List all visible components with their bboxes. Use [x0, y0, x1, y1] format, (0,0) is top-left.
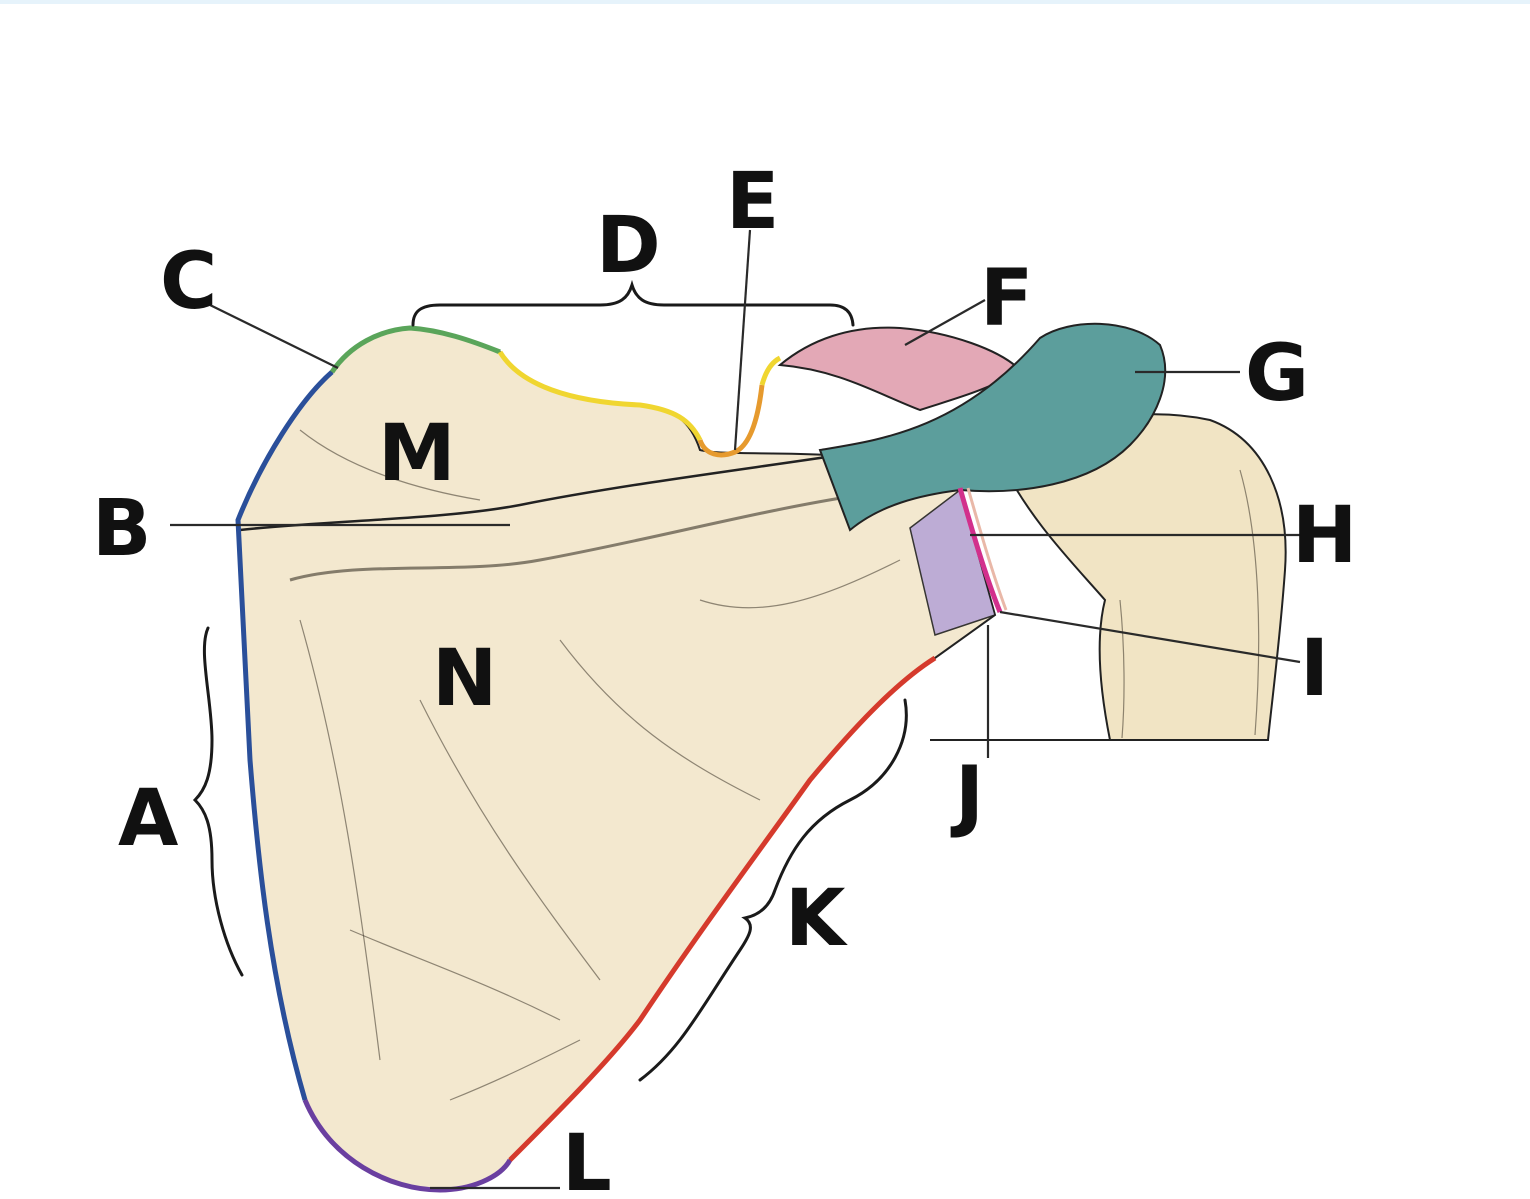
- label-k: K: [785, 874, 848, 964]
- label-h: H: [1292, 491, 1357, 581]
- label-a: A: [118, 774, 178, 864]
- label-e: E: [726, 157, 779, 247]
- leader-i: [999, 610, 1301, 664]
- brace-k: [638, 698, 908, 1082]
- label-m: M: [378, 409, 456, 499]
- brace-d: [411, 279, 855, 327]
- top-bar: [0, 0, 1530, 4]
- label-n: N: [432, 634, 497, 724]
- label-l: L: [562, 1119, 612, 1199]
- label-b: B: [92, 484, 151, 574]
- label-g: G: [1245, 329, 1309, 419]
- label-f: F: [980, 254, 1033, 344]
- labels: A B C D E F G H I J K L M N: [92, 157, 1357, 1199]
- scapula: [235, 322, 1167, 1193]
- brace-a: [192, 626, 244, 977]
- leader-f: [904, 299, 986, 346]
- label-i: I: [1300, 624, 1329, 714]
- leader-e: [733, 229, 752, 451]
- annotations: [170, 229, 1301, 1190]
- label-j: J: [950, 751, 984, 841]
- label-c: C: [160, 237, 217, 327]
- leader-c: [209, 304, 339, 369]
- label-d: D: [596, 201, 661, 291]
